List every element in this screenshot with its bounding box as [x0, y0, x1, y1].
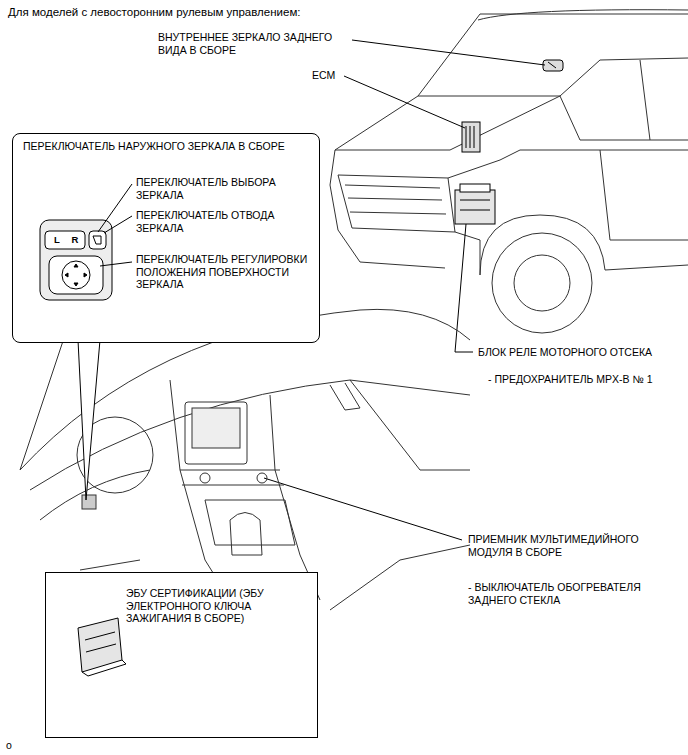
- relay-block-drawing: [455, 184, 495, 224]
- ecu-box: ЭБУ СЕРТИФИКАЦИИ (ЭБУ ЭЛЕКТРОННОГО КЛЮЧА…: [45, 572, 318, 738]
- sub-part-label: - ПРЕДОХРАНИТЕЛЬ MPX-B № 1: [488, 373, 682, 386]
- ecm-drawing: [462, 122, 480, 152]
- sub-part-label: - ВЫКЛЮЧАТЕЛЬ ОБОГРЕВАТЕЛЯ ЗАДНЕГО СТЕКЛ…: [468, 581, 680, 606]
- button-letter: R: [70, 234, 80, 247]
- dashboard-drawing: [20, 309, 470, 610]
- figure-code: o: [6, 739, 18, 752]
- vehicle-drawing: [330, 10, 688, 333]
- diagram-title: Для моделей с левосторонним рулевым упра…: [8, 6, 301, 19]
- part-label: ВНУТРЕННЕЕ ЗЕРКАЛО ЗАДНЕГО ВИДА В СБОРЕ: [158, 31, 350, 56]
- part-label: ПРИЕМНИК МУЛЬТИМЕДИЙНОГО МОДУЛЯ В СБОРЕ: [468, 533, 680, 558]
- inner-mirror-drawing: [543, 60, 563, 71]
- node-text: ПЕРЕКЛЮЧАТЕЛЬ НАРУЖНОГО ЗЕРКАЛА В СБОРЕ: [23, 140, 309, 153]
- part-label: ПЕРЕКЛЮЧАТЕЛЬ РЕГУЛИРОВКИ ПОЛОЖЕНИЯ ПОВЕ…: [136, 253, 316, 291]
- button-letter: L: [52, 234, 62, 247]
- callout-pointer: [78, 340, 100, 500]
- part-label: ПЕРЕКЛЮЧАТЕЛЬ ОТВОДА ЗЕРКАЛА: [136, 209, 288, 234]
- part-label: ECM: [312, 69, 352, 82]
- node-text: ЭБУ СЕРТИФИКАЦИИ (ЭБУ ЭЛЕКТРОННОГО КЛЮЧА…: [126, 587, 271, 625]
- part-label: ПЕРЕКЛЮЧАТЕЛЬ ВЫБОРА ЗЕРКАЛА: [136, 176, 288, 201]
- part-label: БЛОК РЕЛЕ МОТОРНОГО ОТСЕКА: [478, 346, 682, 359]
